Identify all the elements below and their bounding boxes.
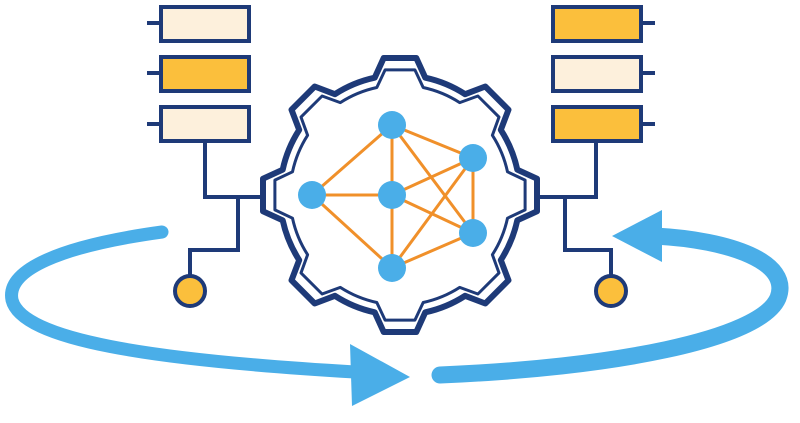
terminal-dot-icon-right <box>594 274 628 308</box>
network-node <box>378 111 406 139</box>
network-edge <box>390 124 475 234</box>
network-node <box>378 254 406 282</box>
left-stack-block-3 <box>159 105 251 143</box>
right-stack-block-1 <box>551 5 643 43</box>
cycle-arrow-left-head <box>350 344 410 406</box>
network-edge <box>391 123 474 160</box>
left-stack-block-2 <box>159 55 251 93</box>
network-edge <box>311 123 393 197</box>
terminal-dot-icon-left <box>173 274 207 308</box>
data-stack-icon-left <box>159 5 251 143</box>
left-connector-lines <box>147 21 260 277</box>
network-node <box>459 219 487 247</box>
network-node <box>459 144 487 172</box>
network-edge <box>390 157 475 269</box>
data-stack-icon-right <box>551 5 643 143</box>
cycle-arrow-left <box>5 225 362 379</box>
circular-arrow-icon <box>5 210 789 406</box>
right-stack-block-3 <box>551 105 643 143</box>
network-edge <box>391 156 474 197</box>
network-edge <box>310 193 394 270</box>
neural-network-icon <box>298 111 487 282</box>
left-stack-block-1 <box>159 5 251 43</box>
cycle-arrow-right <box>431 227 789 384</box>
right-connector-lines <box>540 21 655 277</box>
network-node <box>378 181 406 209</box>
network-node <box>298 181 326 209</box>
cycle-arrow-right-head <box>612 210 662 262</box>
network-edge <box>391 231 474 270</box>
right-stack-block-2 <box>551 55 643 93</box>
network-nodes <box>298 111 487 282</box>
